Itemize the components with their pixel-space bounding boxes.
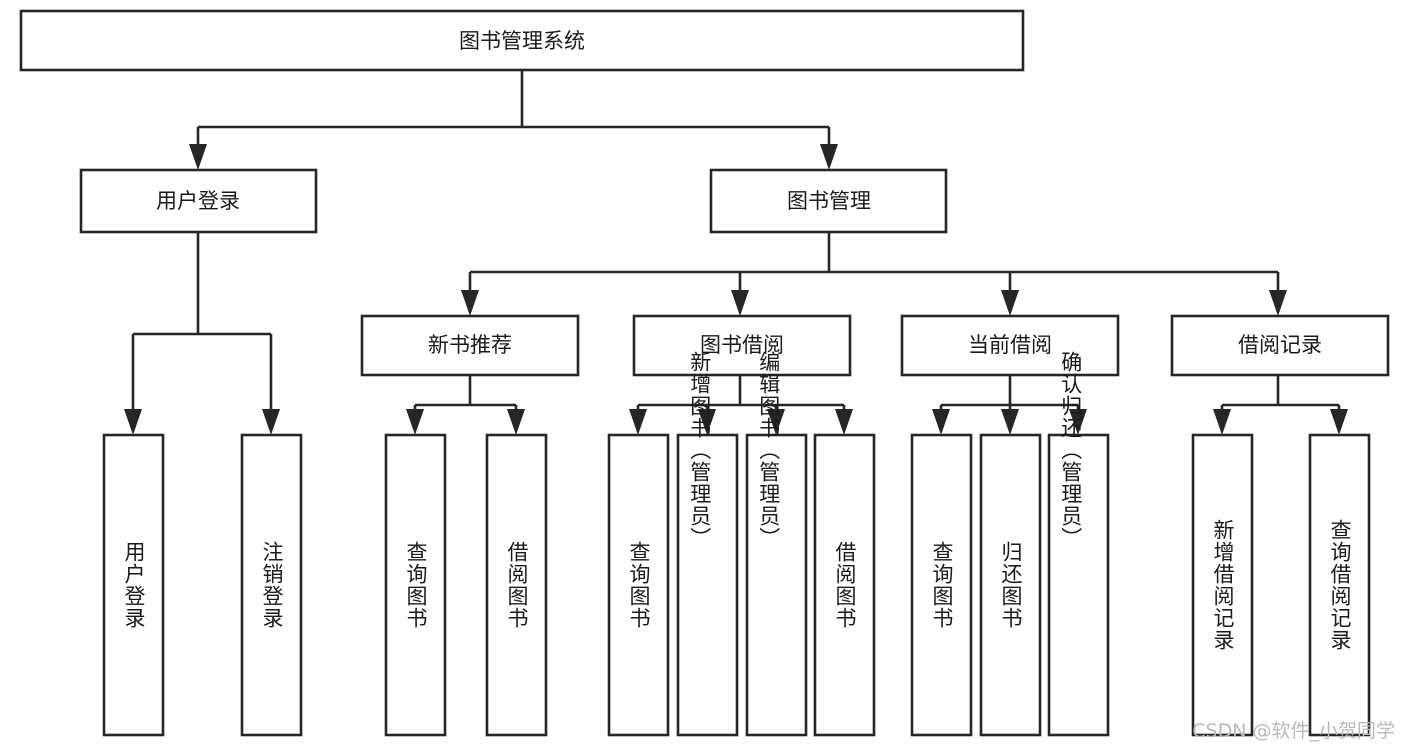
leaf-borrow-query[interactable]: 查询图书 bbox=[607, 433, 670, 737]
leaf-record-query-box bbox=[1308, 433, 1371, 737]
arrow-to-borrow-record-icon bbox=[1269, 290, 1287, 316]
leaf-current-query[interactable]: 查询图书 bbox=[910, 433, 973, 737]
node-book-management-box bbox=[709, 168, 948, 234]
node-book-management[interactable]: 图书管理 bbox=[709, 168, 948, 234]
leaf-borrow-add-book[interactable]: 新增图书（管理员） bbox=[676, 351, 739, 737]
leaf-user-login-login-box bbox=[102, 433, 165, 737]
node-book-borrow-box bbox=[632, 314, 852, 377]
arrow-borrow-leaf4-icon bbox=[835, 409, 853, 435]
leaf-new-book-query-label: 查询图书 bbox=[404, 541, 428, 629]
leaf-new-book-borrow-label: 借阅图书 bbox=[505, 541, 529, 629]
arrow-to-borrow-icon bbox=[731, 290, 749, 316]
arrow-borrow-record-leaf2-icon bbox=[1330, 409, 1348, 435]
arrow-borrow-leaf1-icon bbox=[629, 409, 647, 435]
leaf-current-return-box bbox=[979, 433, 1042, 737]
leaf-new-book-query-box bbox=[384, 433, 447, 737]
leaf-current-return-label: 归还图书 bbox=[999, 541, 1023, 629]
leaf-user-login-login[interactable]: 用户登录 bbox=[102, 433, 165, 737]
node-new-book-recommend-label: 新书推荐 bbox=[428, 333, 512, 357]
leaf-record-query[interactable]: 查询借阅记录 bbox=[1308, 433, 1371, 737]
node-root-system-box bbox=[19, 9, 1025, 72]
node-current-borrow[interactable]: 当前借阅 bbox=[900, 314, 1120, 377]
arrow-borrow-leaf3-icon bbox=[767, 409, 785, 435]
arrow-user-login-leaf2-icon bbox=[262, 409, 280, 435]
node-root-system-label: 图书管理系统 bbox=[459, 29, 585, 53]
node-user-login-box bbox=[79, 168, 318, 234]
arrow-to-current-borrow-icon bbox=[1001, 290, 1019, 316]
node-borrow-record-label: 借阅记录 bbox=[1238, 333, 1322, 357]
arrow-to-book-mgmt-icon bbox=[820, 144, 838, 170]
node-borrow-record-box bbox=[1170, 314, 1390, 377]
node-new-book-recommend-box bbox=[360, 314, 580, 377]
arrow-current-borrow-leaf2-icon bbox=[1001, 409, 1019, 435]
arrow-new-book-leaf2-icon bbox=[507, 409, 525, 435]
leaf-borrow-borrow-book-label: 借阅图书 bbox=[833, 541, 857, 629]
arrow-new-book-leaf1-icon bbox=[406, 409, 424, 435]
leaf-borrow-borrow-book-box bbox=[813, 433, 876, 737]
leaf-borrow-query-label: 查询图书 bbox=[627, 541, 651, 629]
leaf-borrow-borrow-book[interactable]: 借阅图书 bbox=[813, 433, 876, 737]
leaf-new-book-borrow-box bbox=[485, 433, 548, 737]
connectors-new-book-leaves bbox=[406, 375, 525, 435]
node-book-borrow[interactable]: 图书借阅 bbox=[632, 314, 852, 377]
leaf-current-query-box bbox=[910, 433, 973, 737]
node-user-login-label: 用户登录 bbox=[156, 189, 240, 213]
leaf-current-confirm-return-label: 确认归还（管理员） bbox=[1059, 351, 1083, 549]
arrow-to-user-login-icon bbox=[189, 144, 207, 170]
leaf-user-login-logout[interactable]: 注销登录 bbox=[240, 433, 303, 737]
connectors-book-mgmt-level3 bbox=[461, 232, 1287, 316]
leaf-new-book-borrow[interactable]: 借阅图书 bbox=[485, 433, 548, 737]
connectors-user-login-leaves bbox=[124, 232, 280, 435]
leaf-current-confirm-return-box bbox=[1047, 433, 1110, 737]
leaf-record-add[interactable]: 新增借阅记录 bbox=[1191, 433, 1254, 737]
node-current-borrow-label: 当前借阅 bbox=[968, 333, 1052, 357]
node-current-borrow-box bbox=[900, 314, 1120, 377]
arrow-borrow-record-leaf1-icon bbox=[1213, 409, 1231, 435]
leaf-current-confirm-return[interactable]: 确认归还（管理员） bbox=[1047, 351, 1110, 737]
leaf-user-login-login-label: 用户登录 bbox=[122, 541, 146, 629]
connectors-borrow-leaves bbox=[629, 375, 853, 435]
leaf-current-return[interactable]: 归还图书 bbox=[979, 433, 1042, 737]
leaf-borrow-query-box bbox=[607, 433, 670, 737]
node-root-system[interactable]: 图书管理系统 bbox=[19, 9, 1025, 72]
arrow-user-login-leaf1-icon bbox=[124, 409, 142, 435]
node-book-borrow-label: 图书借阅 bbox=[700, 333, 784, 357]
leaf-record-query-label: 查询借阅记录 bbox=[1328, 519, 1352, 651]
node-new-book-recommend[interactable]: 新书推荐 bbox=[360, 314, 580, 377]
node-user-login[interactable]: 用户登录 bbox=[79, 168, 318, 234]
leaf-record-add-label: 新增借阅记录 bbox=[1211, 519, 1235, 651]
connectors-borrow-record-leaves bbox=[1213, 375, 1348, 435]
leaf-new-book-query[interactable]: 查询图书 bbox=[384, 433, 447, 737]
leaf-borrow-edit-book-label: 编辑图书（管理员） bbox=[757, 351, 781, 549]
leaf-borrow-add-book-label: 新增图书（管理员） bbox=[688, 351, 712, 549]
arrow-to-new-book-icon bbox=[461, 290, 479, 316]
arrow-current-borrow-leaf1-icon bbox=[932, 409, 950, 435]
leaf-user-login-logout-box bbox=[240, 433, 303, 737]
connectors-root-level2 bbox=[189, 70, 838, 170]
leaf-current-query-label: 查询图书 bbox=[930, 541, 954, 629]
connectors-current-borrow-leaves bbox=[932, 375, 1087, 435]
leaf-user-login-logout-label: 注销登录 bbox=[260, 541, 284, 629]
leaf-borrow-add-book-box bbox=[676, 433, 739, 737]
node-book-management-label: 图书管理 bbox=[787, 189, 871, 213]
leaf-borrow-edit-book[interactable]: 编辑图书（管理员） bbox=[745, 351, 808, 737]
leaf-borrow-edit-book-box bbox=[745, 433, 808, 737]
arrow-borrow-leaf2-icon bbox=[698, 409, 716, 435]
node-borrow-record[interactable]: 借阅记录 bbox=[1170, 314, 1390, 377]
arrow-current-borrow-leaf3-icon bbox=[1069, 409, 1087, 435]
leaf-record-add-box bbox=[1191, 433, 1254, 737]
